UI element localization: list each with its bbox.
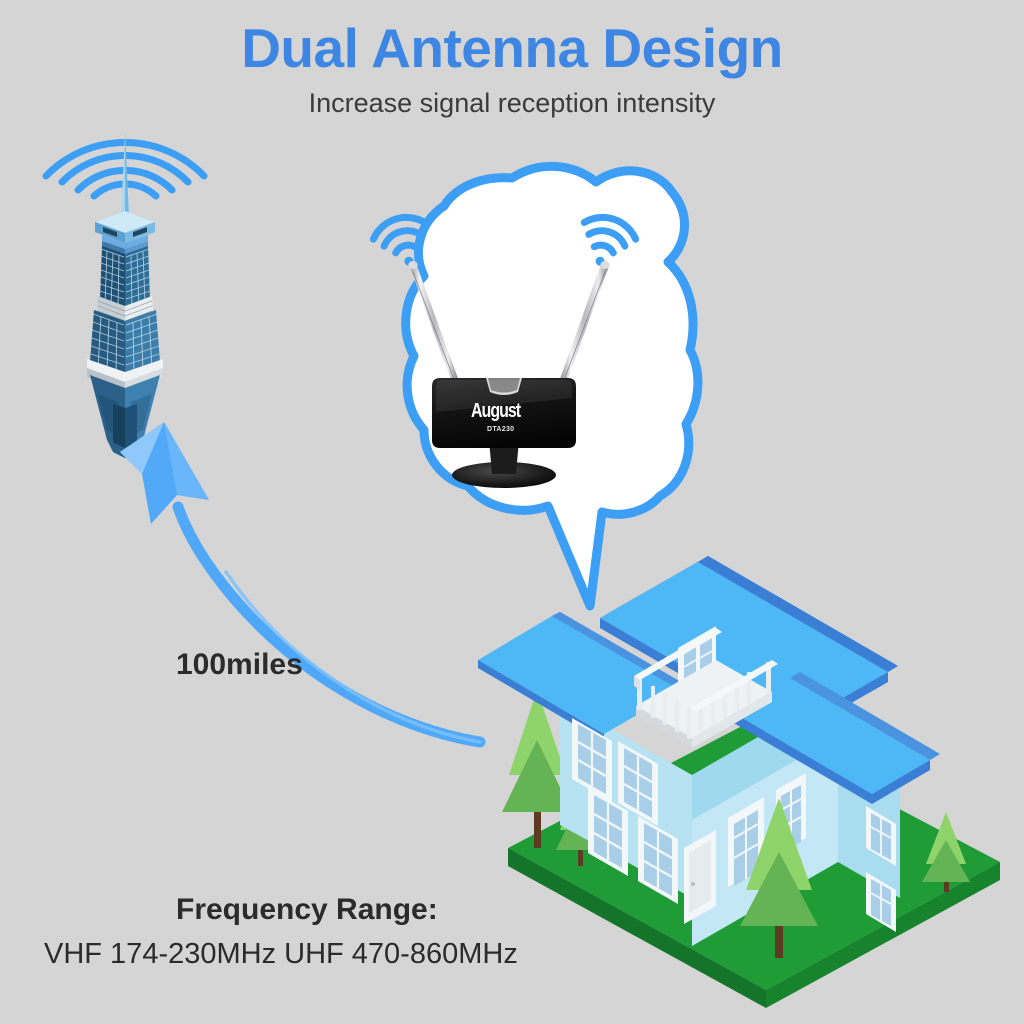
house-illustration bbox=[478, 556, 1000, 1008]
device-stand-base bbox=[452, 462, 556, 488]
tree-back-left bbox=[502, 690, 572, 848]
balcony bbox=[634, 628, 778, 748]
roof-left-slope bbox=[478, 616, 680, 734]
device-model-label: DTA230 bbox=[487, 426, 515, 433]
lawn-side-left bbox=[508, 848, 766, 1008]
frequency-range-title: Frequency Range: bbox=[176, 893, 438, 926]
lawn-side-right bbox=[766, 862, 1000, 1008]
tree-front-right bbox=[922, 812, 970, 892]
antenna-device bbox=[432, 378, 576, 488]
distance-label: 100miles bbox=[176, 648, 303, 681]
device-stand-neck bbox=[489, 440, 519, 474]
distance-arrow-icon bbox=[120, 422, 486, 748]
broadcast-tower-icon bbox=[42, 132, 208, 458]
window-group-left-facade bbox=[572, 718, 658, 826]
wifi-icon-right bbox=[580, 213, 640, 266]
window-group-wing-side bbox=[866, 806, 896, 932]
device-brand-label: August bbox=[471, 400, 521, 422]
antenna-rod-right bbox=[560, 261, 610, 381]
page-subtitle: Increase signal reception intensity bbox=[308, 88, 716, 118]
front-door bbox=[684, 830, 716, 924]
page-title: Dual Antenna Design bbox=[241, 17, 783, 79]
window-group-lower-left bbox=[588, 788, 678, 904]
roof-wing-slope bbox=[732, 678, 930, 794]
tree-front-center bbox=[740, 798, 818, 958]
antenna-rod-left bbox=[408, 261, 459, 383]
device-body bbox=[432, 378, 576, 448]
window-group-wing-front bbox=[728, 773, 806, 887]
frequency-range-values: VHF 174-230MHz UHF 470-860MHz bbox=[44, 938, 518, 970]
wifi-icon-left bbox=[369, 213, 429, 266]
